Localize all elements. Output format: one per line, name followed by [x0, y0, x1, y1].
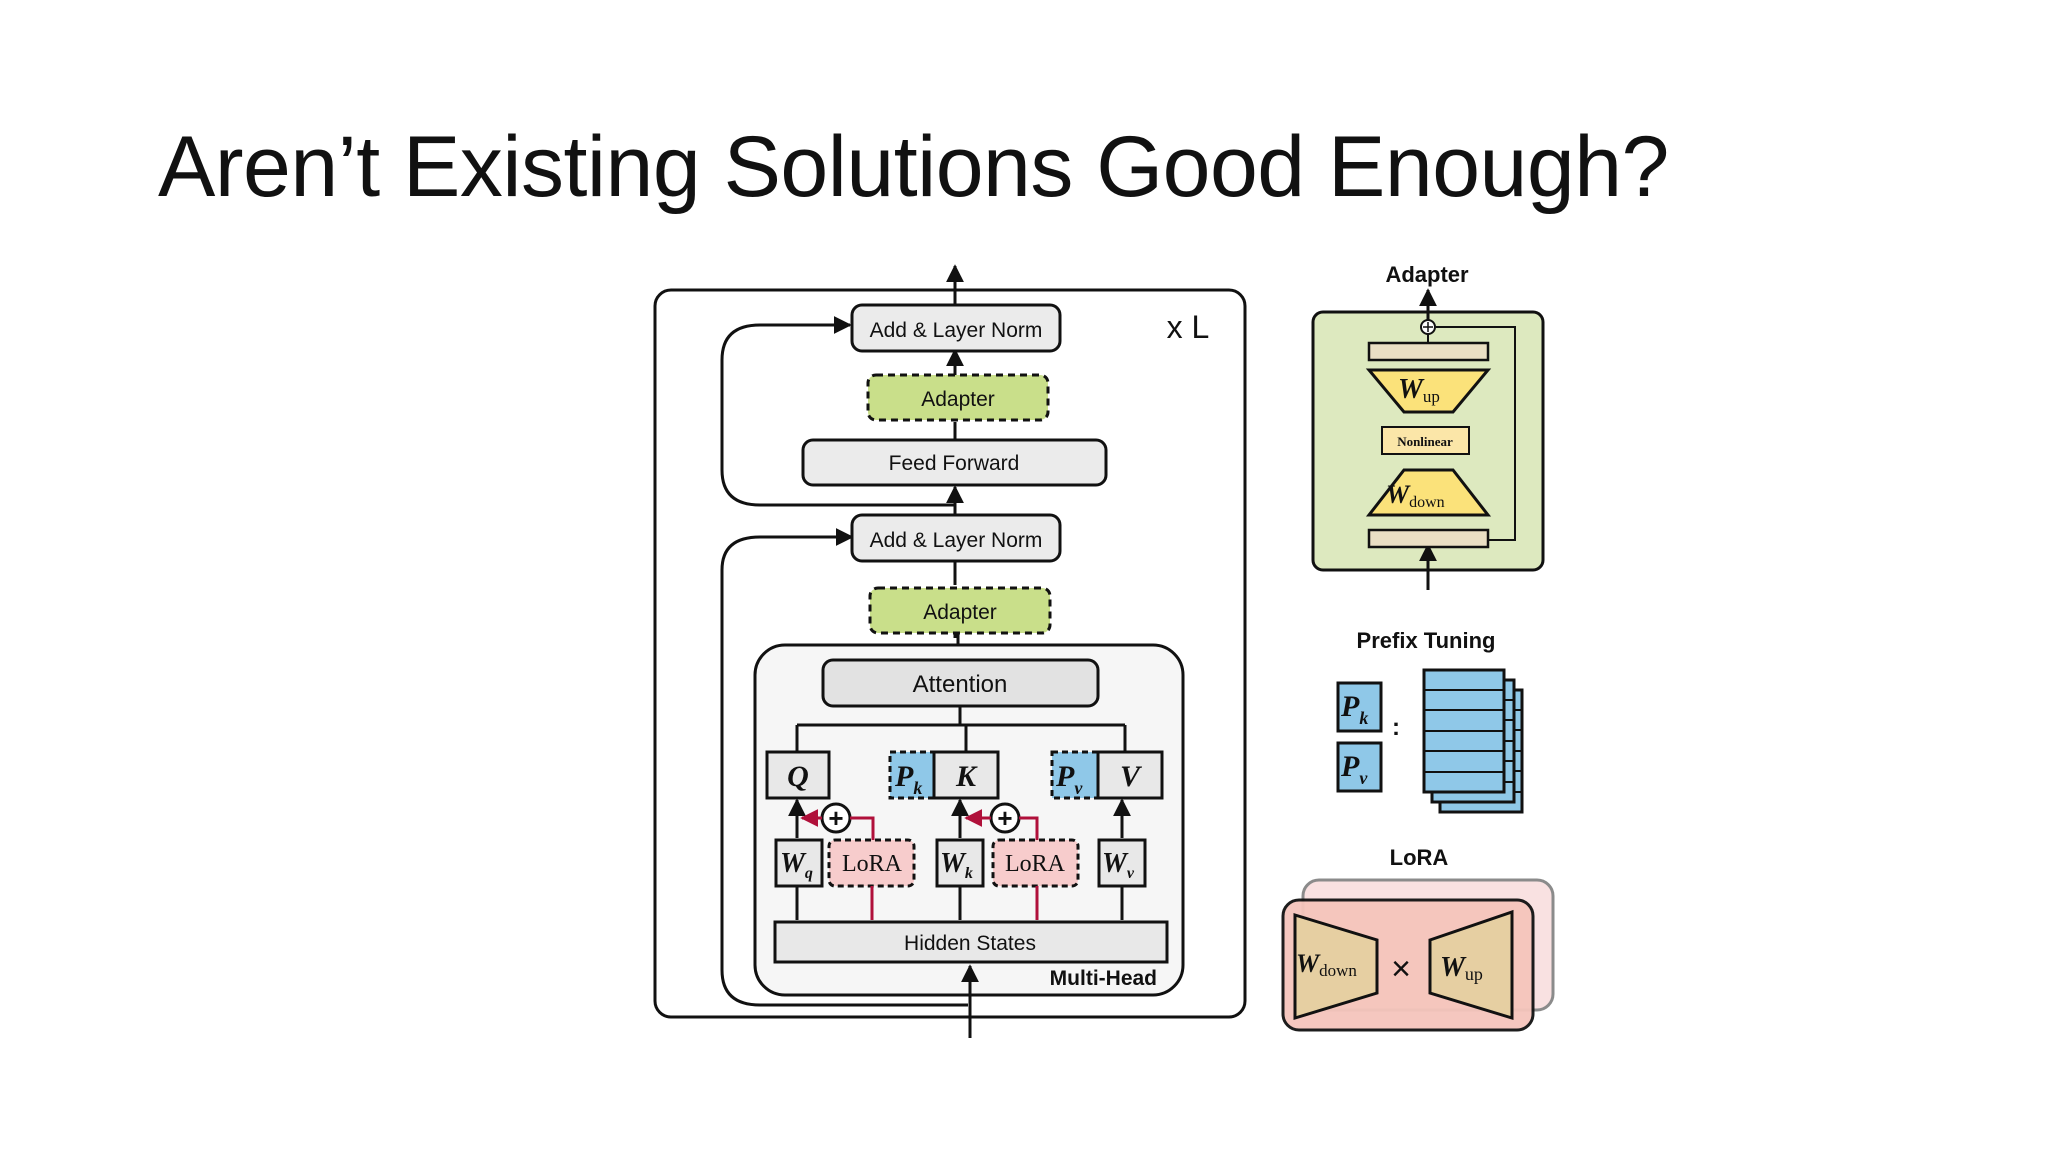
add-layer-norm-top-label: Add & Layer Norm: [870, 319, 1043, 342]
w-down-sub: down: [1409, 494, 1445, 511]
add-layer-norm-bottom: [850, 513, 1062, 563]
feed-forward-label: Feed Forward: [889, 452, 1020, 475]
nonlinear-label: Nonlinear: [1397, 434, 1453, 449]
prefix-pk-box: [1336, 681, 1383, 733]
prefix-pv-box: [1336, 741, 1383, 793]
w-up-sub: up: [1423, 387, 1440, 406]
prefix-tuning-panel: Prefix Tuning Pk Pv :: [1336, 628, 1524, 814]
pk-box: [888, 750, 936, 800]
hidden-states-label: Hidden States: [904, 932, 1036, 955]
pv-sub: v: [1074, 778, 1083, 798]
prefix-pk-label: Pk: [1340, 690, 1368, 728]
wv-sub: v: [1127, 865, 1135, 882]
pv-box: [1050, 750, 1100, 800]
pk-sub: k: [913, 778, 922, 798]
feed-forward: [801, 438, 1108, 487]
repeat-label: x L: [1167, 309, 1210, 345]
w-up-trapezoid: [1365, 368, 1492, 414]
add-layer-norm-top: [850, 303, 1062, 353]
adapter-bottom-label: Adapter: [923, 601, 997, 624]
lora-w-up-label: Wup: [1440, 952, 1483, 984]
q-box: [765, 750, 831, 800]
lora-w-up-trapezoid: [1428, 909, 1514, 1021]
hidden-states-box: [773, 920, 1169, 964]
adapter-panel-title: Adapter: [1385, 262, 1469, 287]
w-up-main: W: [1398, 374, 1425, 405]
w-down-label: Wdown: [1386, 480, 1445, 511]
prefix-pk-main: P: [1340, 690, 1360, 723]
lora-w-down-trapezoid: [1293, 912, 1379, 1021]
lora-w-down-label: Wdown: [1296, 949, 1357, 980]
wq-label: Wq: [780, 848, 813, 882]
pk-main: P: [894, 760, 914, 793]
plus-q-label: +: [828, 803, 843, 833]
prefix-pv-sub: v: [1359, 768, 1368, 788]
lora-q-red-path: [850, 816, 875, 840]
adapter-panel: Adapter Wup Nonlinear Wdown: [1311, 262, 1545, 590]
wq-sub: q: [805, 865, 813, 882]
w-down-trapezoid: [1365, 468, 1492, 517]
w-up-label: Wup: [1398, 374, 1440, 406]
lora-panel-title: LoRA: [1390, 845, 1449, 870]
attention-label: Attention: [913, 671, 1008, 698]
lora-q-label: LoRA: [842, 851, 903, 877]
wq-main: W: [780, 848, 807, 879]
transformer-block: x L Add & Layer Norm Adapter Feed Forwar…: [653, 264, 1247, 1038]
v-box: [1096, 750, 1164, 800]
wk-label: Wk: [940, 848, 973, 882]
adapter-bottom: [868, 586, 1052, 635]
lora-w-down-sub: down: [1319, 961, 1357, 980]
lora-panel: LoRA Wdown × Wup: [1281, 845, 1555, 1032]
lora-times: ×: [1391, 950, 1411, 988]
residual-loop-bottom: [720, 528, 968, 1007]
k-box: [932, 750, 1000, 800]
wv-label: Wv: [1102, 848, 1135, 882]
adapter-top: [866, 373, 1050, 422]
adapter-top-label: Adapter: [921, 388, 995, 411]
wv-main: W: [1102, 848, 1129, 879]
lora-w-up-sub: up: [1465, 964, 1483, 984]
wk-main: W: [940, 848, 967, 879]
v-label: V: [1120, 760, 1143, 793]
wq-box: [774, 838, 824, 888]
prefix-colon: :: [1392, 714, 1400, 741]
wv-box: [1097, 838, 1147, 888]
q-label: Q: [787, 760, 809, 793]
lora-w-down-main: W: [1296, 949, 1321, 978]
prefix-pk-sub: k: [1359, 708, 1368, 728]
pv-main: P: [1055, 760, 1075, 793]
prefix-panel-title: Prefix Tuning: [1357, 628, 1496, 653]
lora-k-red-path: [1019, 816, 1039, 840]
plus-k-label: +: [997, 803, 1012, 833]
lora-k-label: LoRA: [1005, 851, 1066, 877]
lora-w-up-main: W: [1440, 952, 1467, 983]
multi-head-label: Multi-Head: [1050, 967, 1157, 990]
adapter-top-bar: [1367, 341, 1490, 362]
pk-label: Pk: [894, 760, 922, 798]
k-label: K: [955, 760, 978, 793]
w-down-main: W: [1386, 480, 1411, 509]
pv-label: Pv: [1055, 760, 1083, 798]
add-layer-norm-bottom-label: Add & Layer Norm: [870, 529, 1043, 552]
prefix-pv-main: P: [1340, 750, 1360, 783]
slide-title: Aren’t Existing Solutions Good Enough?: [158, 119, 1669, 215]
adapter-bottom-bar: [1367, 528, 1490, 549]
residual-loop-top: [720, 316, 955, 507]
nonlinear-box: [1381, 426, 1470, 455]
wk-sub: k: [965, 865, 973, 882]
prefix-pv-label: Pv: [1340, 750, 1368, 788]
